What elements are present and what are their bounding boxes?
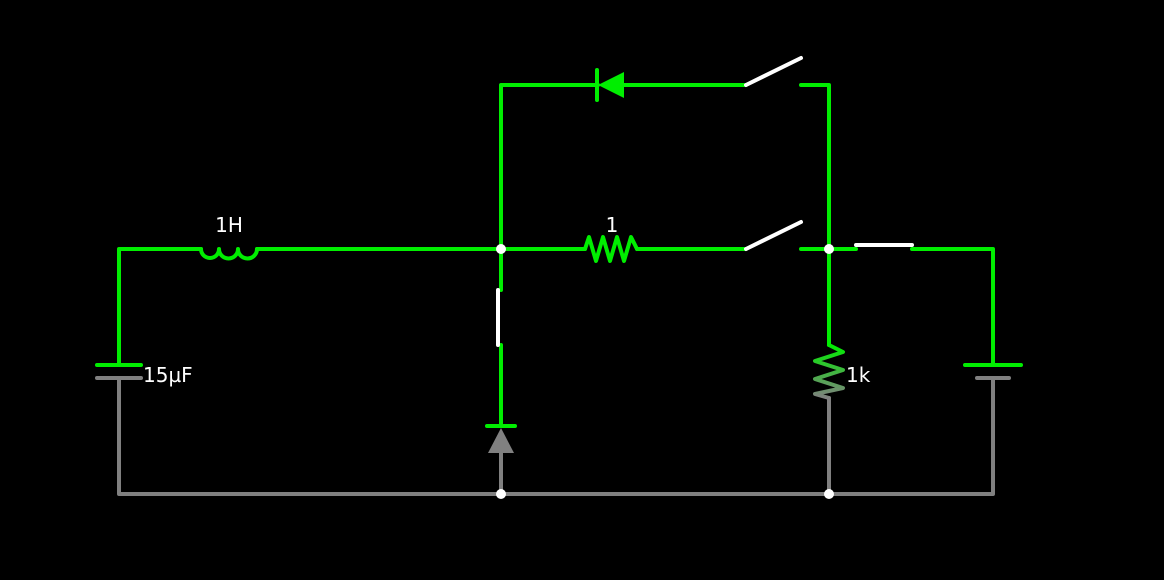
diode-bottom-triangle xyxy=(488,428,514,453)
diode-top[interactable] xyxy=(595,68,624,102)
resistor-mid-label: 1 xyxy=(606,213,619,237)
wire-node-to-diode-top xyxy=(499,83,600,292)
resistor-right-label: 1k xyxy=(846,363,871,387)
battery-right[interactable] xyxy=(963,363,1023,380)
node-ground-center xyxy=(496,489,506,499)
node-center xyxy=(496,244,506,254)
resistor-mid-zigzag xyxy=(583,235,639,263)
resistor-mid[interactable] xyxy=(583,235,639,263)
inductor-coil xyxy=(199,247,259,261)
capacitor-left[interactable] xyxy=(95,363,143,380)
switch-top[interactable] xyxy=(744,56,803,87)
ground-bus xyxy=(117,376,995,496)
diode-top-triangle xyxy=(598,72,624,98)
resistor-right[interactable] xyxy=(813,343,845,400)
diode-bottom[interactable] xyxy=(485,424,517,453)
wire-top-right-down xyxy=(799,83,831,347)
resistor-right-zigzag xyxy=(813,343,845,400)
wire-left-top xyxy=(117,247,203,367)
node-right xyxy=(824,244,834,254)
wire-right-to-battery xyxy=(910,247,995,367)
inductor[interactable] xyxy=(199,247,259,261)
capacitor-left-label: 15µF xyxy=(143,363,193,387)
switch-middle[interactable] xyxy=(744,220,803,251)
node-ground-right xyxy=(824,489,834,499)
inductor-label: 1H xyxy=(215,213,243,237)
ground-wires xyxy=(117,376,995,496)
